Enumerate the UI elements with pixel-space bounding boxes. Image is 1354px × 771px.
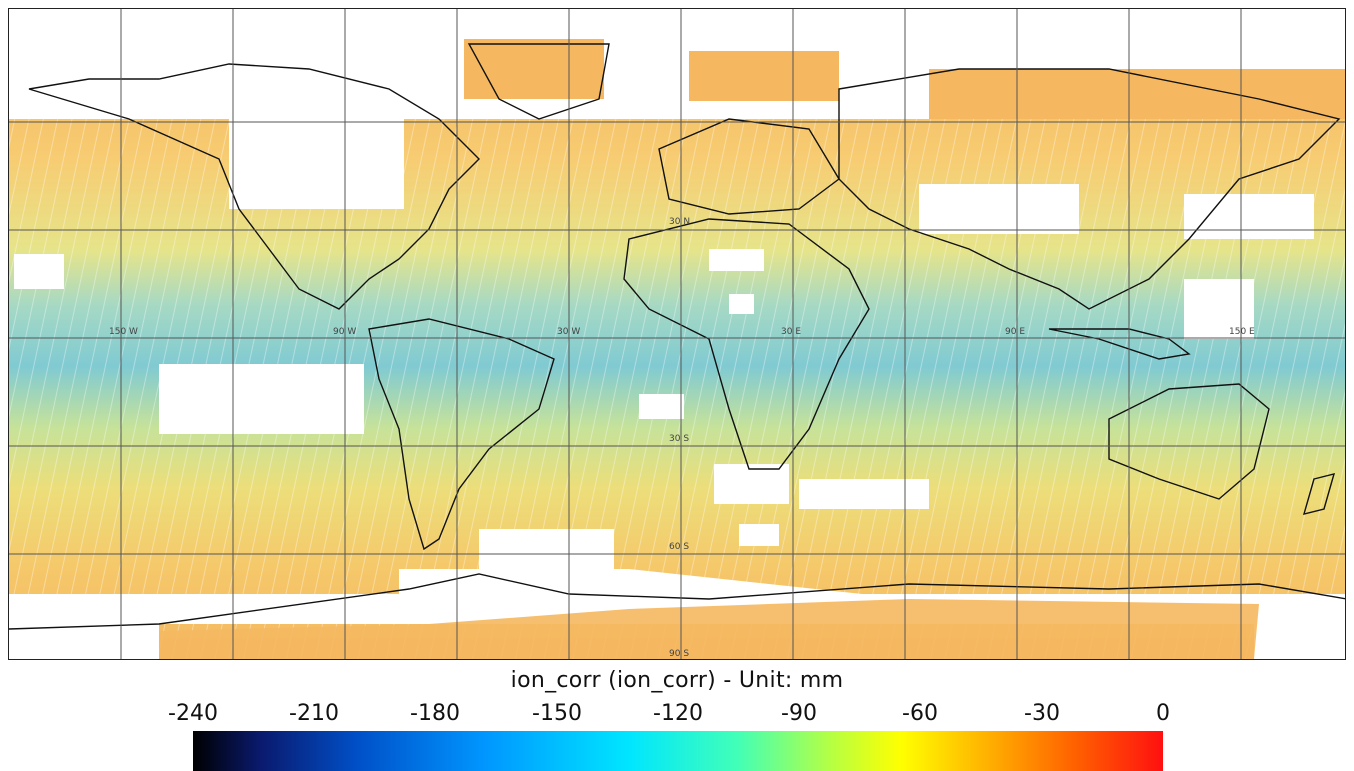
lat-label-90s: 90 S: [669, 649, 690, 659]
colorbar-tick: 0: [1156, 701, 1170, 726]
lon-label-150e: 150 E: [1229, 327, 1255, 337]
lon-label-90e: 90 E: [1005, 327, 1025, 337]
lat-label-30n: 30 N: [669, 217, 691, 227]
lon-label-90w: 90 W: [333, 327, 357, 337]
world-map: [9, 9, 1345, 659]
lon-label-30w: 30 W: [557, 327, 581, 337]
graticule: [9, 9, 1345, 659]
colorbar: [193, 731, 1163, 771]
lat-label-30s: 30 S: [669, 434, 690, 444]
lat-label-60s: 60 S: [669, 542, 690, 552]
antarctica-data: [159, 599, 1259, 659]
coastlines: [9, 43, 1345, 630]
colorbar-tick: -30: [1024, 701, 1060, 726]
colorbar-tick: -180: [410, 701, 460, 726]
colorbar-tick: -240: [168, 701, 218, 726]
colorbar-tick: -150: [532, 701, 582, 726]
colorbar-tick: -90: [781, 701, 817, 726]
coverage-gaps: [9, 9, 1345, 659]
lon-label-30e: 30 E: [781, 327, 801, 337]
lon-label-150w: 150 W: [109, 327, 138, 337]
colorbar-tick: -210: [289, 701, 339, 726]
colorbar-tick: -60: [902, 701, 938, 726]
colorbar-tick: -120: [653, 701, 703, 726]
map-panel: 30 N 30 S 60 S 90 S 150 W 90 W 30 W 30 E…: [8, 8, 1346, 660]
colorbar-title: ion_corr (ion_corr) - Unit: mm: [510, 668, 844, 693]
